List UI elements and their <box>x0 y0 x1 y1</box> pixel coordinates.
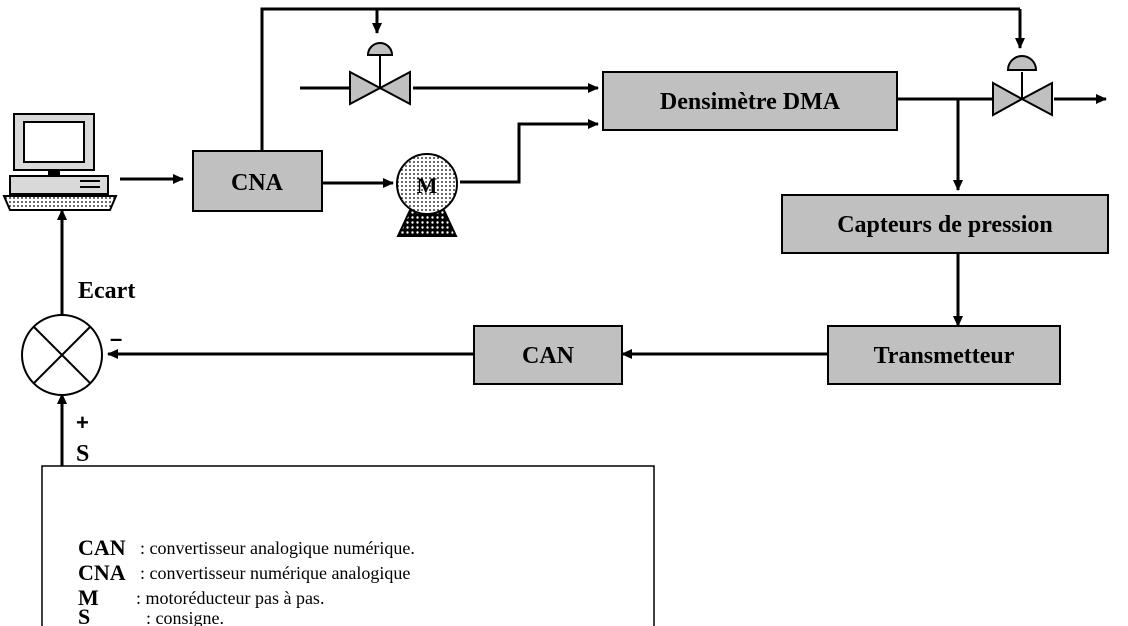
outlet-valve-icon <box>992 55 1053 117</box>
minus-sign: – <box>110 326 122 351</box>
cna-label: CNA <box>231 170 284 196</box>
legend-desc-m: : motoréducteur pas à pas. <box>136 588 324 608</box>
motor-to-densimetre-arrow <box>460 119 599 184</box>
summing-junction-icon <box>21 314 103 396</box>
motor-icon: M <box>396 153 458 237</box>
plus-sign: + <box>76 410 89 435</box>
can-label: CAN <box>522 343 575 369</box>
transmetteur-label: Transmetteur <box>874 343 1015 369</box>
setpoint-label: S <box>76 441 89 467</box>
legend-abbr-m: M <box>78 585 99 610</box>
cna-block <box>192 150 323 212</box>
motor-label: M <box>417 173 438 198</box>
legend-abbr-can: CAN <box>78 535 126 560</box>
densimetre-block <box>602 71 898 131</box>
can-block <box>473 325 623 385</box>
legend-desc-cna: : convertisseur numérique analogique <box>140 563 410 583</box>
legend-desc-s: : consigne. <box>146 608 224 626</box>
legend-abbr-s: S <box>78 604 90 626</box>
ecart-label: Ecart <box>78 278 135 304</box>
legend-abbr-cna: CNA <box>78 560 126 585</box>
legend-box <box>41 465 655 626</box>
densimetre-label: Densimètre DMA <box>660 89 841 115</box>
capteurs-label: Capteurs de pression <box>837 212 1053 238</box>
legend-desc-can: : convertisseur analogique numérique. <box>140 538 415 558</box>
legend: CAN : convertisseur analogique numérique… <box>78 535 415 626</box>
inlet-valve-icon <box>349 42 411 106</box>
capteurs-block <box>781 194 1109 254</box>
transmetteur-block <box>827 325 1061 385</box>
computer-icon <box>2 113 118 211</box>
top-control-bus <box>260 7 1020 150</box>
